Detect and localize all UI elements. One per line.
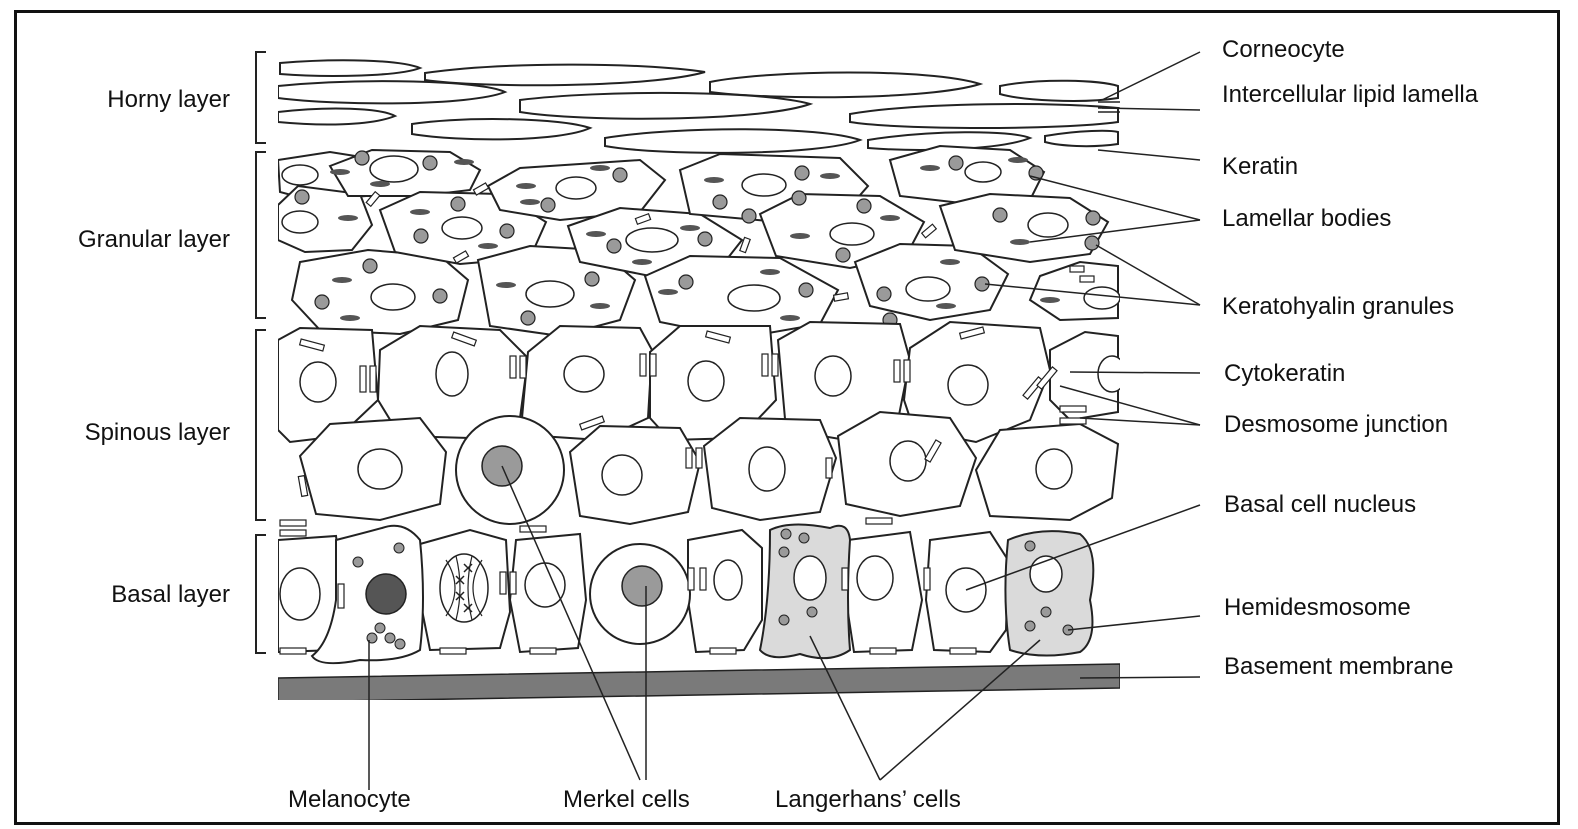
label-langerhans-cells: Langerhans’ cells xyxy=(775,788,961,812)
langerhans-leader-2 xyxy=(880,640,1040,780)
corneocyte-shape xyxy=(278,109,395,125)
basement-leader xyxy=(1080,677,1200,678)
spinous-cells xyxy=(278,322,1118,524)
basal-layer xyxy=(278,518,1093,663)
keratin-leader xyxy=(1098,150,1200,160)
label-granular-layer: Granular layer xyxy=(30,228,230,252)
label-merkel-cells: Merkel cells xyxy=(563,788,690,812)
basal-bracket xyxy=(256,535,266,653)
spinous-layer xyxy=(278,322,1126,524)
basement-membrane xyxy=(278,664,1120,702)
label-cytokeratin: Cytokeratin xyxy=(1224,362,1345,386)
corneocyte-shape xyxy=(520,93,810,119)
corneocyte-shape xyxy=(425,65,705,86)
label-lamellar-bodies: Lamellar bodies xyxy=(1222,207,1391,231)
label-corneocyte: Corneocyte xyxy=(1222,38,1345,62)
label-keratohyalin-granules: Keratohyalin granules xyxy=(1222,295,1454,319)
label-intercellular-lipid-lamella: Intercellular lipid lamella xyxy=(1222,83,1478,107)
merkel-cell-upper xyxy=(456,416,564,524)
label-basal-layer: Basal layer xyxy=(60,583,230,607)
langerhans-leader-1 xyxy=(810,636,880,780)
granular-bracket xyxy=(256,152,266,318)
corneocyte-leader xyxy=(1102,52,1200,100)
layer-brackets xyxy=(256,52,266,653)
corneocyte-shape xyxy=(280,60,420,76)
corneocyte-shape xyxy=(412,119,590,139)
corneocyte-shape xyxy=(710,73,980,98)
corneocyte-shape xyxy=(1045,131,1118,146)
mitotic-cell xyxy=(440,554,488,622)
spinous-bracket xyxy=(256,330,266,520)
label-spinous-layer: Spinous layer xyxy=(40,421,230,445)
horny-bracket xyxy=(256,52,266,143)
merkel-cell-lower xyxy=(590,544,690,644)
label-horny-layer: Horny layer xyxy=(60,88,230,112)
corneocyte-shape xyxy=(850,104,1118,128)
label-hemidesmosome: Hemidesmosome xyxy=(1224,596,1411,620)
horny-layer xyxy=(278,60,1118,153)
label-desmosome-junction: Desmosome junction xyxy=(1224,413,1448,437)
label-melanocyte: Melanocyte xyxy=(288,788,411,812)
granular-layer xyxy=(278,146,1120,338)
corneocyte-shape xyxy=(278,81,505,103)
label-keratin: Keratin xyxy=(1222,155,1298,179)
desmosome-leader-2 xyxy=(1080,418,1200,425)
cytokeratin-leader xyxy=(1070,372,1200,373)
label-basal-cell-nucleus: Basal cell nucleus xyxy=(1224,493,1416,517)
corneocyte-shape xyxy=(1000,81,1118,101)
corneocyte-shape xyxy=(605,129,860,153)
label-basement-membrane: Basement membrane xyxy=(1224,655,1453,679)
